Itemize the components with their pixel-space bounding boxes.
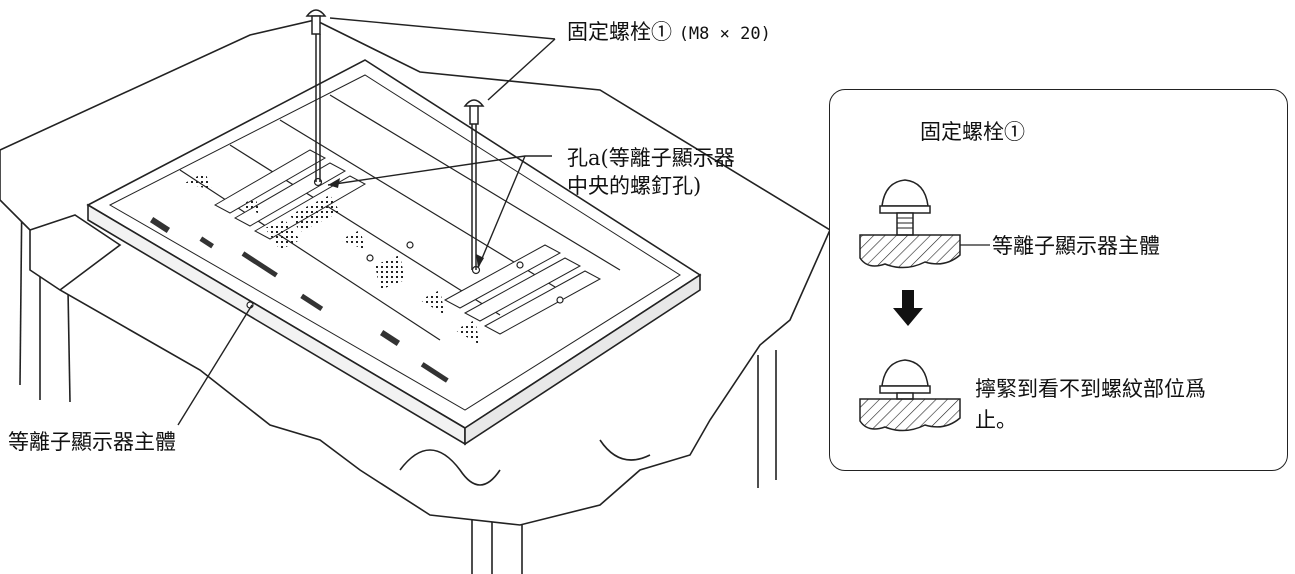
down-arrow-icon [893,290,923,326]
bolt-callout: 固定螺栓① (M8 × 20) [567,18,771,48]
leader-lines [177,17,556,426]
detail-bolt-after [859,359,961,432]
detail-instruction-line1: 擰緊到看不到螺紋部位爲 [975,377,1206,401]
hole-callout-line1: 孔a(等離子顯示器 [567,146,735,170]
detail-bolt-label: 固定螺栓① [920,120,1025,144]
bolt-callout-spec: (M8 × 20) [678,24,771,44]
bolt-icon [305,9,485,270]
detail-bolt-before [859,179,990,269]
plasma-display-back [86,59,702,446]
leader-arrowheads [328,178,484,268]
hole-callout-line2: 中央的螺釘孔) [567,174,702,198]
detail-body-label: 等離子顯示器主體 [992,234,1160,258]
detail-instruction-line2: 止。 [975,408,1017,432]
body-callout: 等離子顯示器主體 [8,430,176,454]
bolt-callout-main: 固定螺栓① [567,20,672,44]
